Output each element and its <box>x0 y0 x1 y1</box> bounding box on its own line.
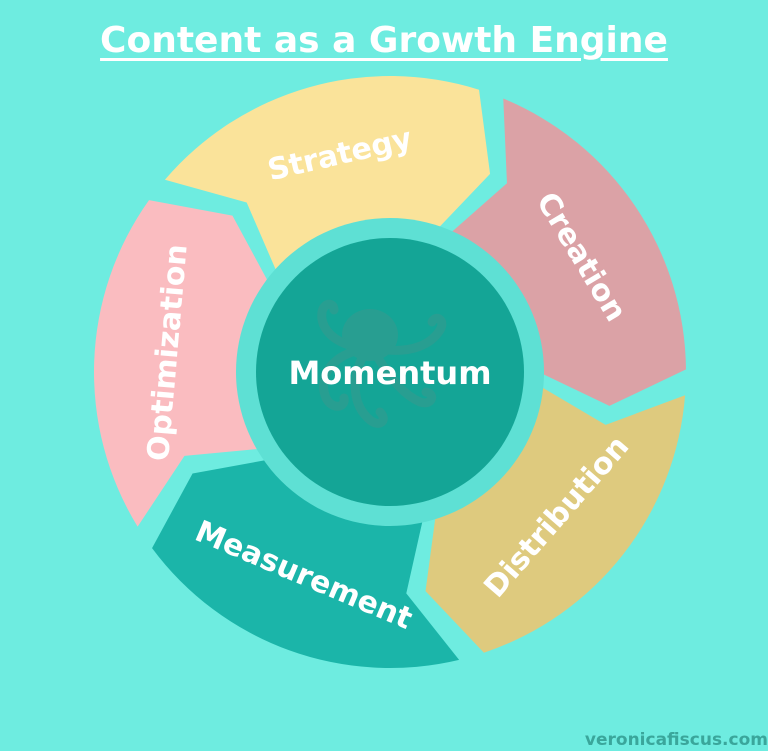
segment-measurement: Measurement <box>152 458 460 668</box>
segment-optimization-arrow <box>93 200 272 527</box>
watermark: veronicafiscus.com <box>584 730 768 750</box>
hub-label: Momentum <box>288 354 491 392</box>
octopus-icon <box>317 299 447 428</box>
page-title: Content as a Growth Engine <box>100 20 668 61</box>
segment-optimization: Optimization <box>93 200 272 527</box>
segment-creation-arrow <box>445 98 686 406</box>
segment-measurement-arrow <box>152 458 460 668</box>
segment-creation: Creation <box>445 98 686 406</box>
segment-distribution-arrow <box>425 383 686 653</box>
